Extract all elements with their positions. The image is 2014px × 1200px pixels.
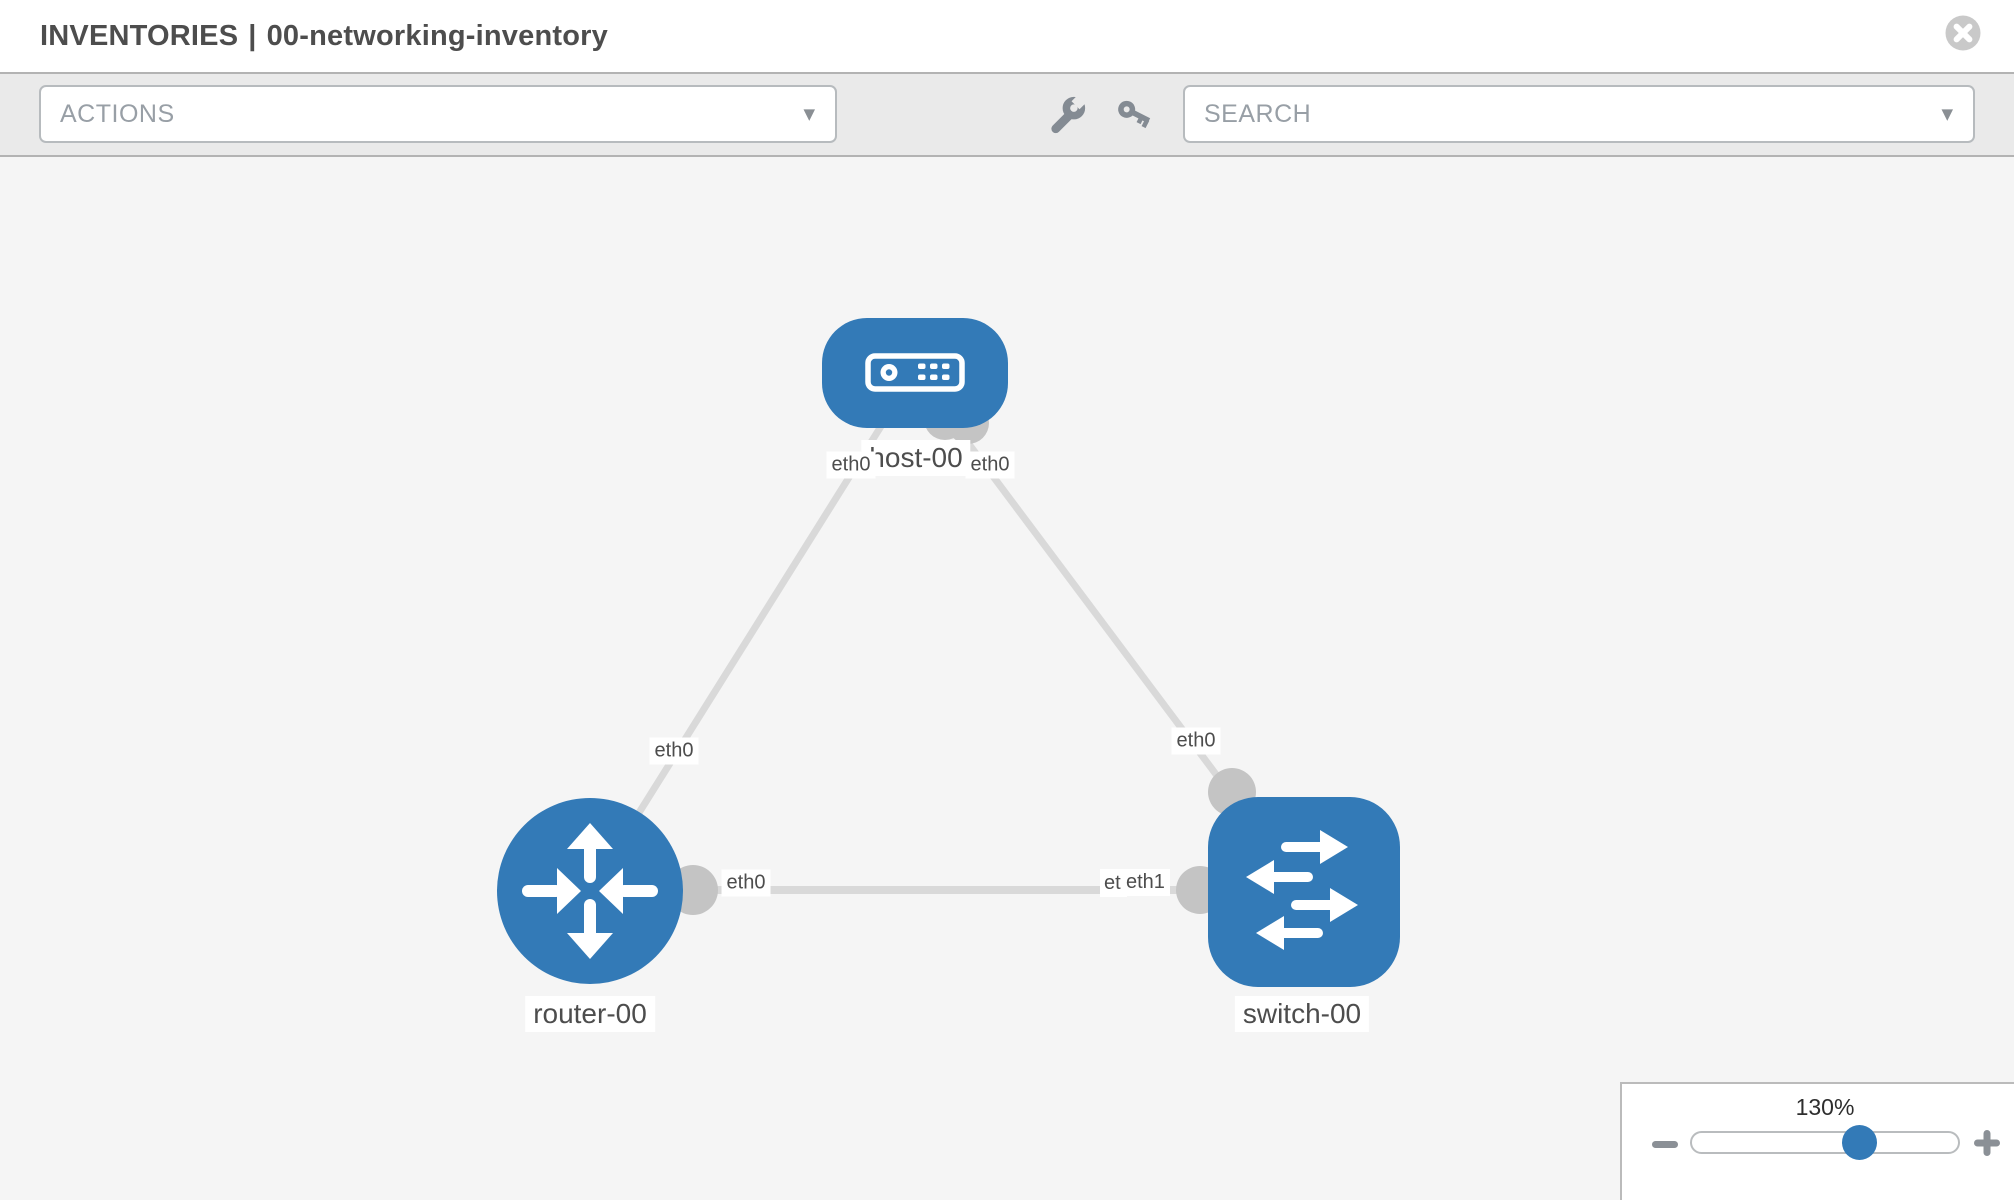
caret-down-icon: ▼ <box>803 105 815 123</box>
zoom-level-label: 130% <box>1795 1094 1855 1120</box>
close-icon <box>1945 15 1981 51</box>
actions-dropdown-label: ACTIONS <box>60 99 175 128</box>
breadcrumb-inventory-name: 00-networking-inventory <box>266 20 608 52</box>
node-router-00[interactable] <box>497 798 683 984</box>
interface-label-router-eth0-mid: eth0 <box>721 869 771 897</box>
interface-label-router-eth0-up: eth0 <box>649 737 699 765</box>
zoom-slider[interactable] <box>1690 1125 1960 1160</box>
header-bar: INVENTORIES | 00-networking-inventory <box>0 0 2014 74</box>
interface-label-host-eth0-right: eth0 <box>965 451 1015 479</box>
plus-icon <box>1974 1130 2000 1156</box>
breadcrumb-separator: | <box>248 20 257 52</box>
actions-dropdown[interactable]: ACTIONS ▼ <box>39 85 837 143</box>
breadcrumb-section: INVENTORIES <box>40 20 239 52</box>
node-switch-00[interactable] <box>1208 797 1400 987</box>
topology-graph <box>497 318 1400 987</box>
router-arrows-icon <box>522 823 658 959</box>
search-dropdown[interactable]: SEARCH ▼ <box>1183 85 1975 143</box>
node-label-router: router-00 <box>525 996 655 1032</box>
switch-arrows-icon <box>1246 830 1358 950</box>
node-host-00[interactable] <box>822 318 1008 428</box>
caret-down-icon: ▼ <box>1941 105 1953 123</box>
credentials-button[interactable] <box>1112 92 1158 138</box>
close-button[interactable] <box>1944 14 1982 52</box>
search-dropdown-label: SEARCH <box>1204 99 1312 128</box>
interface-label-host-eth0-left: eth0 <box>826 451 876 479</box>
minus-icon <box>1652 1141 1678 1148</box>
server-icon <box>865 353 965 392</box>
key-icon <box>1118 100 1151 129</box>
interface-label-switch-eth0: eth0 <box>1171 727 1221 755</box>
page-title: INVENTORIES | 00-networking-inventory <box>40 0 608 72</box>
zoom-control-panel: 130% <box>1620 1082 2014 1200</box>
node-label-switch: switch-00 <box>1234 996 1370 1032</box>
zoom-out-button[interactable] <box>1650 1136 1680 1154</box>
zoom-slider-thumb[interactable] <box>1842 1125 1877 1160</box>
zoom-in-button[interactable] <box>1972 1128 2002 1158</box>
wrench-icon <box>1051 95 1087 134</box>
topology-canvas[interactable]: host-00 router-00 switch-00 eth0 eth0 et… <box>0 157 2014 1200</box>
toolbar: ACTIONS ▼ SEARCH ▼ <box>0 74 2014 157</box>
interface-label-switch-eth1: eth1 <box>1121 869 1170 896</box>
node-label-host: host-00 <box>861 440 971 476</box>
configure-button[interactable] <box>1044 92 1090 138</box>
